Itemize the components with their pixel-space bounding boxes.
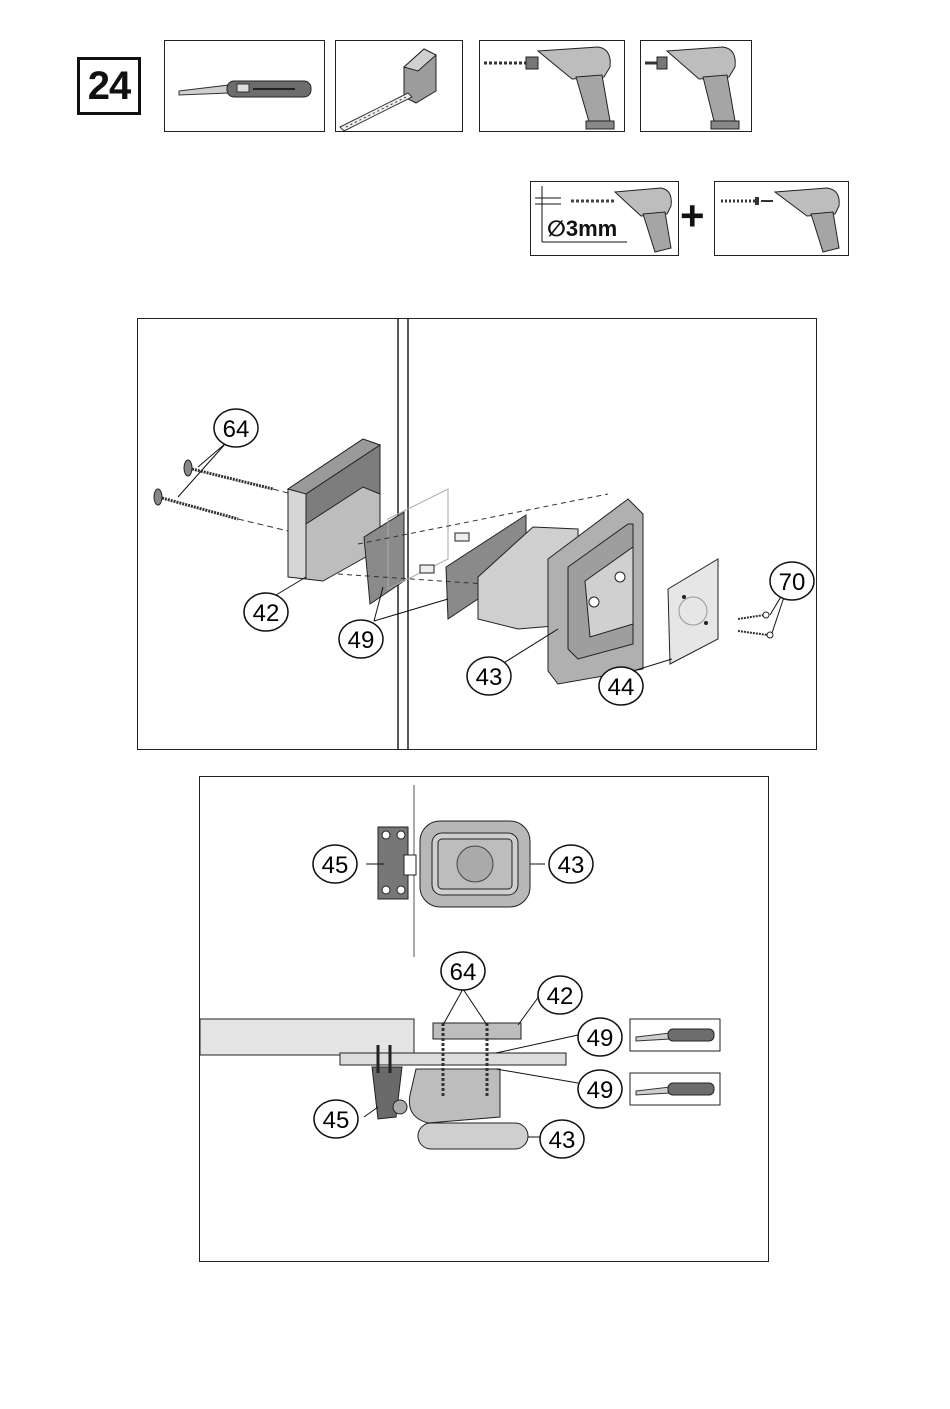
screw-drive-box	[714, 181, 849, 256]
callout-45-top: 45	[322, 852, 349, 879]
screw-drive-icon	[715, 182, 848, 255]
exploded-view-panel: 64 42 49 43 44 70	[137, 318, 817, 750]
callout-44: 44	[608, 674, 635, 701]
pilot-hole-box: ∅3mm	[530, 181, 679, 256]
housing-section	[409, 1069, 528, 1149]
callout-43-section: 43	[549, 1127, 576, 1154]
tool-utility-knife	[164, 40, 325, 132]
utility-knife-icon	[630, 1073, 720, 1105]
tape-measure-icon	[336, 41, 462, 131]
callout-43-top: 43	[558, 852, 585, 879]
lock-housing	[478, 499, 643, 684]
callout-49-bottom: 49	[587, 1077, 614, 1104]
callout-49: 49	[348, 627, 375, 654]
housing-top-view	[420, 821, 530, 907]
glass-panel	[340, 1053, 566, 1065]
utility-knife-icon	[630, 1019, 720, 1051]
callout-49-top: 49	[587, 1025, 614, 1052]
strike-block-section	[433, 1023, 521, 1039]
section-view-diagram: 45 43 64 42 49	[200, 777, 768, 1261]
screwdriver-drill-icon	[641, 41, 751, 131]
tool-power-drill	[479, 40, 625, 132]
exploded-view-diagram: 64 42 49 43 44 70	[138, 319, 816, 749]
callout-45-section: 45	[323, 1107, 350, 1134]
door-panel	[200, 1019, 414, 1055]
latch-top-view	[378, 827, 416, 899]
pilot-hole-diameter: ∅3mm	[547, 216, 617, 242]
tool-tape-measure	[335, 40, 463, 132]
small-screws	[738, 612, 773, 638]
plus-operator: +	[680, 192, 705, 240]
step-number: 24	[77, 57, 141, 115]
callout-42: 42	[253, 600, 280, 627]
callout-70: 70	[779, 569, 806, 596]
callout-64-section: 64	[450, 959, 477, 986]
utility-knife-icon	[165, 41, 324, 131]
power-drill-icon	[480, 41, 624, 131]
section-view-panel: 45 43 64 42 49	[199, 776, 769, 1262]
callout-42-section: 42	[547, 983, 574, 1010]
tool-screwdriver-drill	[640, 40, 752, 132]
cover-plate	[668, 559, 718, 664]
callout-43: 43	[476, 664, 503, 691]
callout-64: 64	[223, 416, 250, 443]
